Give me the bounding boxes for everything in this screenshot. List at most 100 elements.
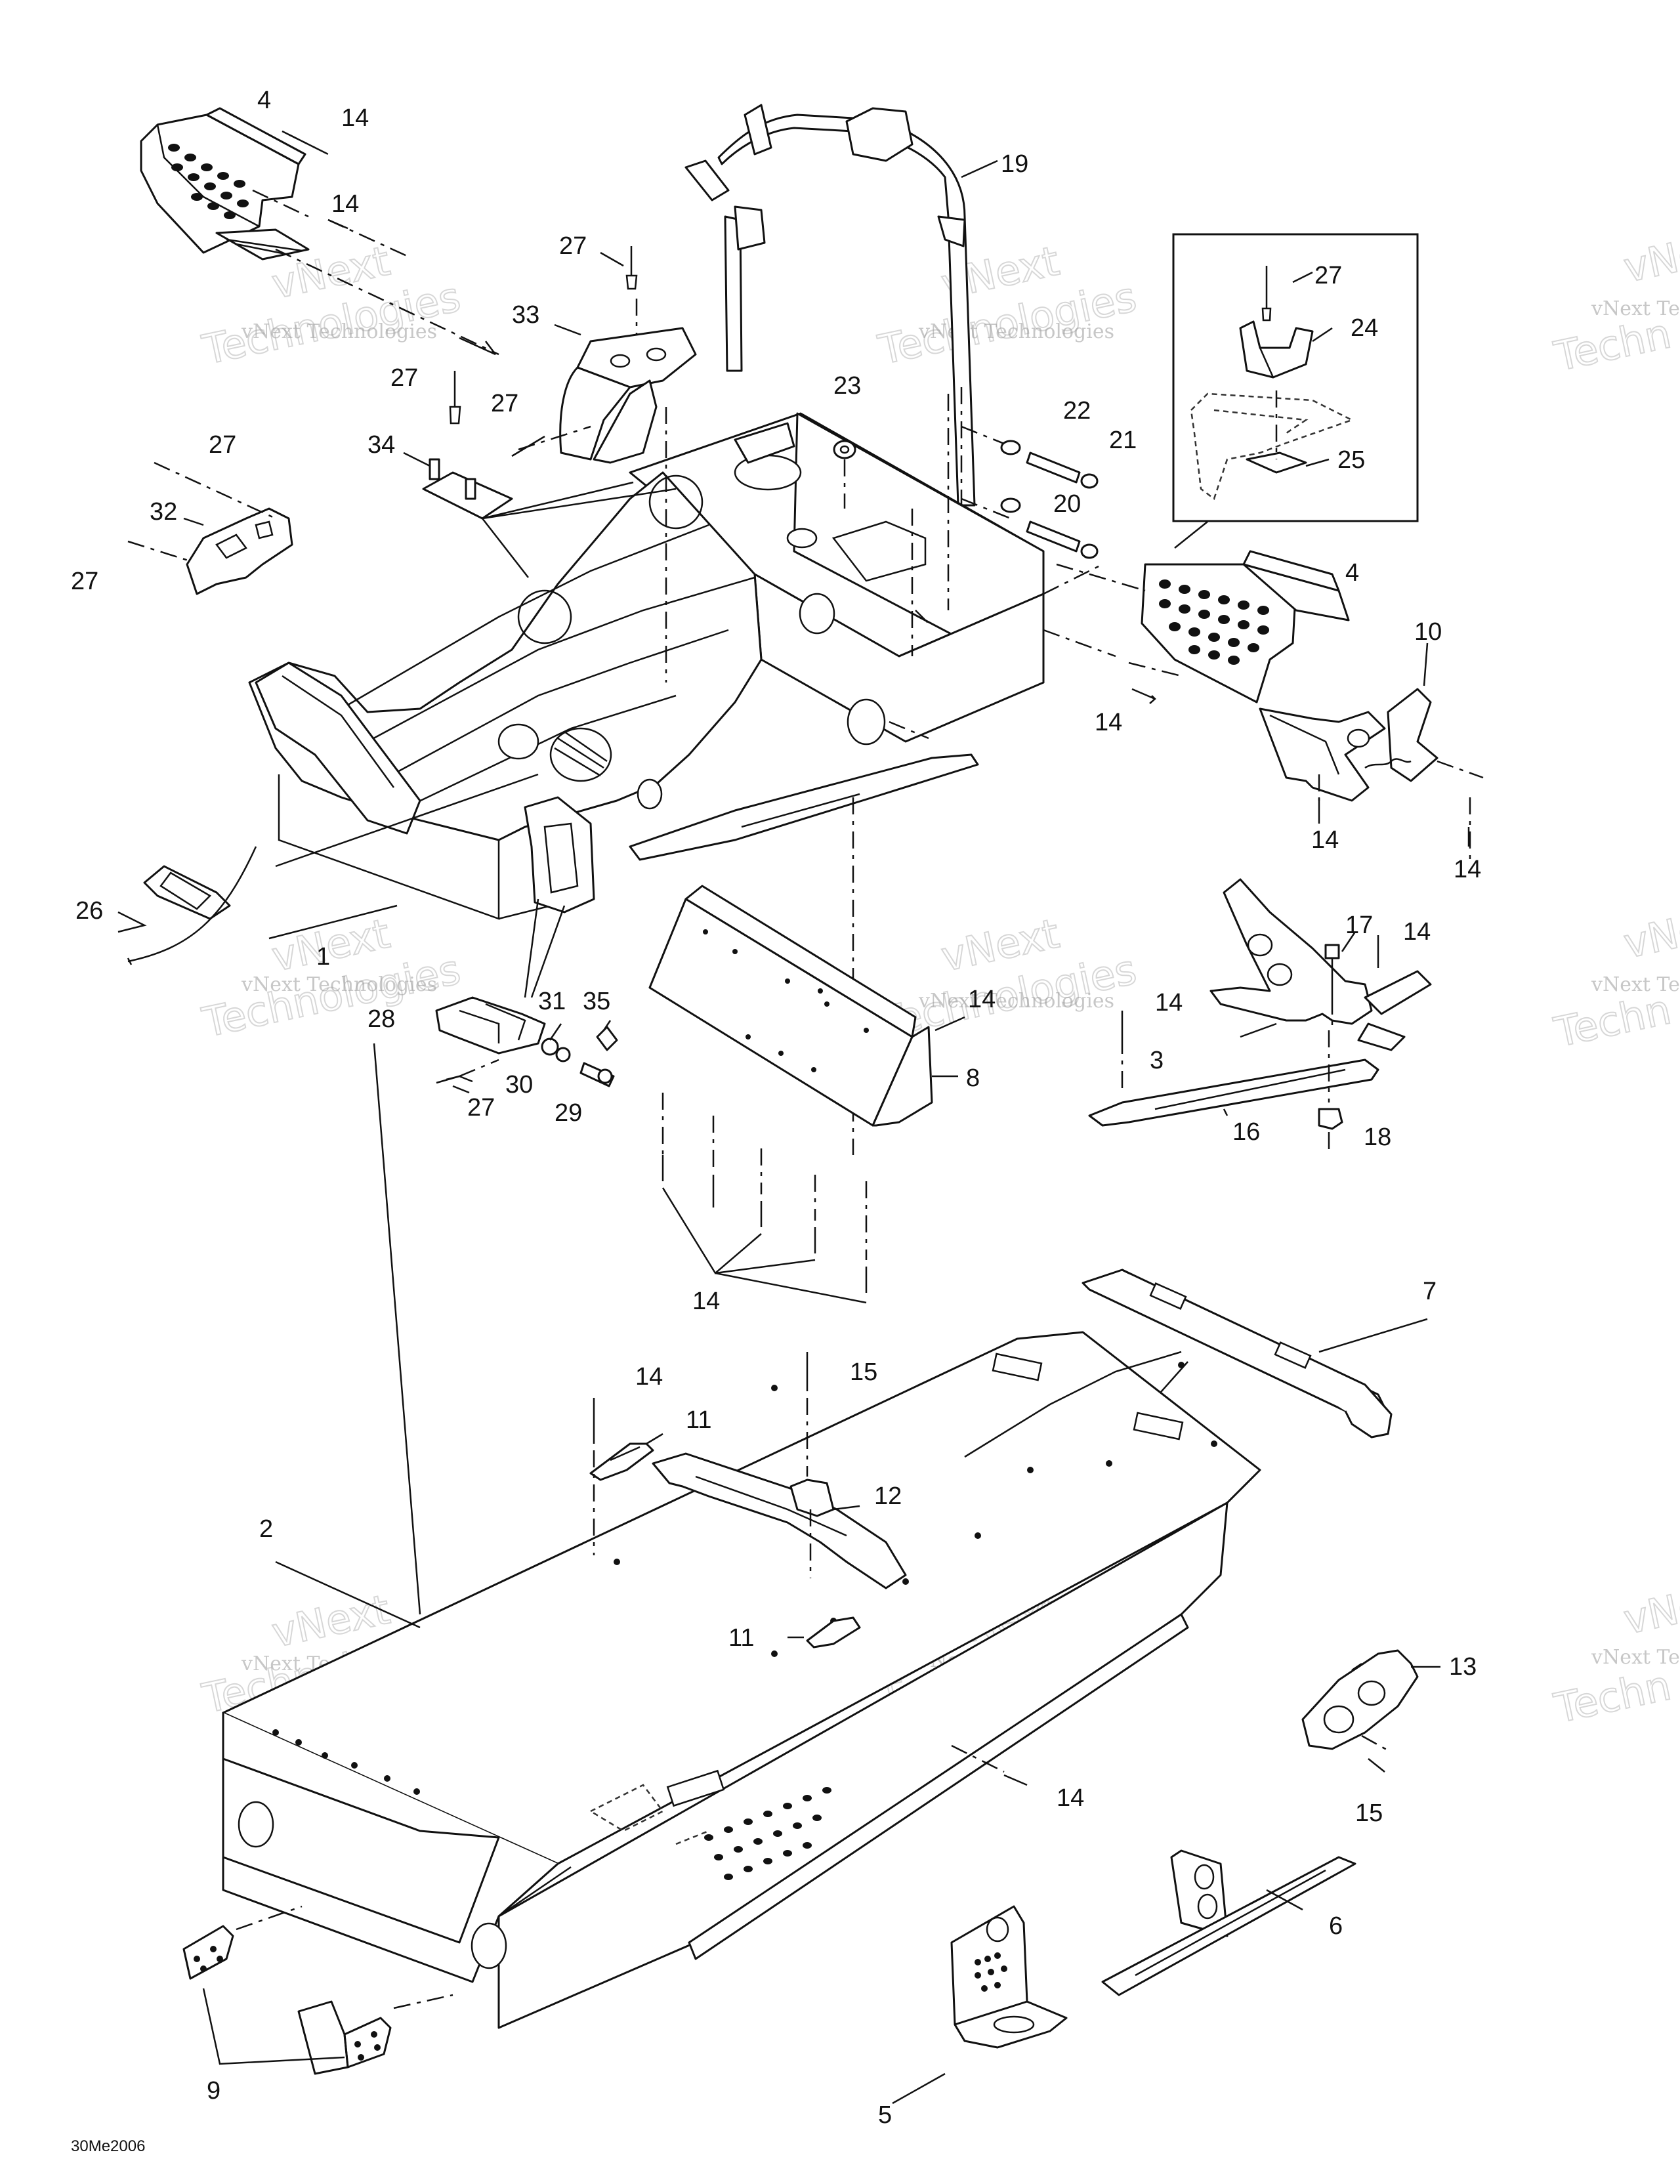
callout-22: 22 <box>1063 397 1091 425</box>
rivet-27-lower <box>436 1059 499 1094</box>
part-3-bracket <box>1209 878 1432 1051</box>
callout-26: 26 <box>75 897 103 925</box>
callout-14: 14 <box>692 1288 720 1315</box>
detail-inset-box <box>1172 233 1419 549</box>
watermark-text: vNext Technologies <box>918 320 1114 343</box>
callout-14: 14 <box>1155 989 1183 1017</box>
watermark-text-partial: vNext Te <box>1591 1646 1680 1669</box>
callout-8: 8 <box>966 1064 980 1092</box>
callout-14: 14 <box>1403 918 1431 946</box>
callout-27: 27 <box>390 364 418 392</box>
drawing-code: 30Me2006 <box>71 2137 145 2155</box>
part-32-plate <box>127 461 293 595</box>
callout-10: 10 <box>1414 618 1442 646</box>
part-4-footrest-bracket-left <box>140 107 499 356</box>
callout-16: 16 <box>1232 1118 1260 1146</box>
part-12-bracket <box>652 1352 907 1589</box>
part-1-main-frame <box>248 412 1116 920</box>
callout-2: 2 <box>259 1515 273 1543</box>
part-18-nut <box>1318 1030 1343 1155</box>
leader-1 <box>268 904 398 940</box>
part-13-bracket <box>1301 1649 1440 1773</box>
part-7-plate <box>1082 1269 1428 1438</box>
part-34-stud-plate <box>403 452 513 520</box>
rivet-27-34 <box>449 371 591 457</box>
parts-29-31-fasteners <box>446 1020 618 1087</box>
callout-18: 18 <box>1364 1124 1391 1151</box>
part-11-bracket-upper <box>589 1398 663 1555</box>
part-5-bracket <box>892 1905 1068 2105</box>
leader-2 <box>275 1561 421 1629</box>
callout-27-inset: 27 <box>1314 262 1342 289</box>
part-10-bracket <box>1259 642 1484 860</box>
callout-4-right: 4 <box>1345 559 1359 587</box>
part-26-strap <box>117 846 257 965</box>
part-9-plates <box>182 1905 453 2075</box>
callout-6: 6 <box>1329 1912 1343 1940</box>
parts-20-22-bolts <box>961 425 1099 559</box>
callout-14: 14 <box>1311 826 1339 854</box>
callout-29: 29 <box>555 1099 582 1127</box>
callout-14: 14 <box>968 986 996 1013</box>
callout-23: 23 <box>833 372 861 400</box>
part-2-tunnel <box>222 1331 1261 2029</box>
rivet-14-pair-top <box>282 130 408 257</box>
callout-32: 32 <box>150 498 177 526</box>
callout-9: 9 <box>207 2077 220 2105</box>
rivet-14-right-group <box>1131 688 1470 847</box>
callout-13: 13 <box>1449 1653 1477 1681</box>
watermark-outline-partial: Techn <box>1550 1661 1675 1732</box>
part-23-nut <box>833 440 856 509</box>
callout-27: 27 <box>467 1094 495 1122</box>
watermark-text-partial: vNext Te <box>1591 297 1680 320</box>
callout-4-top: 4 <box>257 87 271 114</box>
part-16-rail <box>1088 1059 1379 1127</box>
callout-7: 7 <box>1423 1278 1437 1305</box>
callout-15: 15 <box>850 1358 877 1386</box>
callout-27: 27 <box>559 232 587 260</box>
callout-20: 20 <box>1053 490 1081 518</box>
watermark-text-partial: vNext Te <box>1591 973 1680 996</box>
callout-15: 15 <box>1355 1799 1383 1827</box>
leader-1-long <box>373 1043 421 1615</box>
callout-17: 17 <box>1345 912 1373 939</box>
callout-3: 3 <box>1150 1047 1164 1074</box>
watermark-outline-partial: Techn <box>1550 309 1675 381</box>
callout-27: 27 <box>209 431 236 459</box>
callout-12: 12 <box>874 1482 902 1510</box>
part-11-bracket-lower <box>788 1616 861 1648</box>
watermark-text: vNext Technologies <box>918 990 1114 1013</box>
callout-19: 19 <box>1001 150 1028 178</box>
callout-34: 34 <box>368 431 395 459</box>
watermark-outline-partial: vNe <box>1620 904 1680 968</box>
part-6-bracket <box>1101 1849 1356 1996</box>
watermark-text: vNext Technologies <box>241 973 437 996</box>
watermark-text: vNext Technologies <box>241 320 437 343</box>
watermark-outline-partial: Techn <box>1550 985 1675 1057</box>
callout-24: 24 <box>1351 314 1378 342</box>
callout-25: 25 <box>1337 446 1365 474</box>
callout-14: 14 <box>331 190 359 218</box>
callout-14: 14 <box>1095 709 1122 736</box>
callout-5: 5 <box>878 2101 892 2129</box>
leader-26 <box>275 773 539 868</box>
callout-11: 11 <box>686 1406 711 1434</box>
leader-lines-34 <box>482 474 704 644</box>
rivet-27-top <box>600 246 638 290</box>
callout-30: 30 <box>505 1071 533 1099</box>
callout-33: 33 <box>512 301 539 329</box>
rivet-14-group-center <box>662 1093 868 1304</box>
callout-14: 14 <box>341 104 369 132</box>
watermark-outline-partial: vNe <box>1620 228 1680 292</box>
callout-27: 27 <box>491 390 518 417</box>
callout-labels: 4 14 14 19 27 33 27 27 34 27 32 27 23 22… <box>71 87 1481 2129</box>
callout-35: 35 <box>583 988 610 1015</box>
part-19-steering-support <box>684 104 998 551</box>
part-17-bolt <box>1324 931 1379 1030</box>
callout-14: 14 <box>1057 1784 1084 1812</box>
callout-28: 28 <box>368 1005 395 1033</box>
callout-27: 27 <box>71 568 98 595</box>
callout-1: 1 <box>316 943 330 971</box>
rivet-14-lower <box>951 1744 1028 1786</box>
